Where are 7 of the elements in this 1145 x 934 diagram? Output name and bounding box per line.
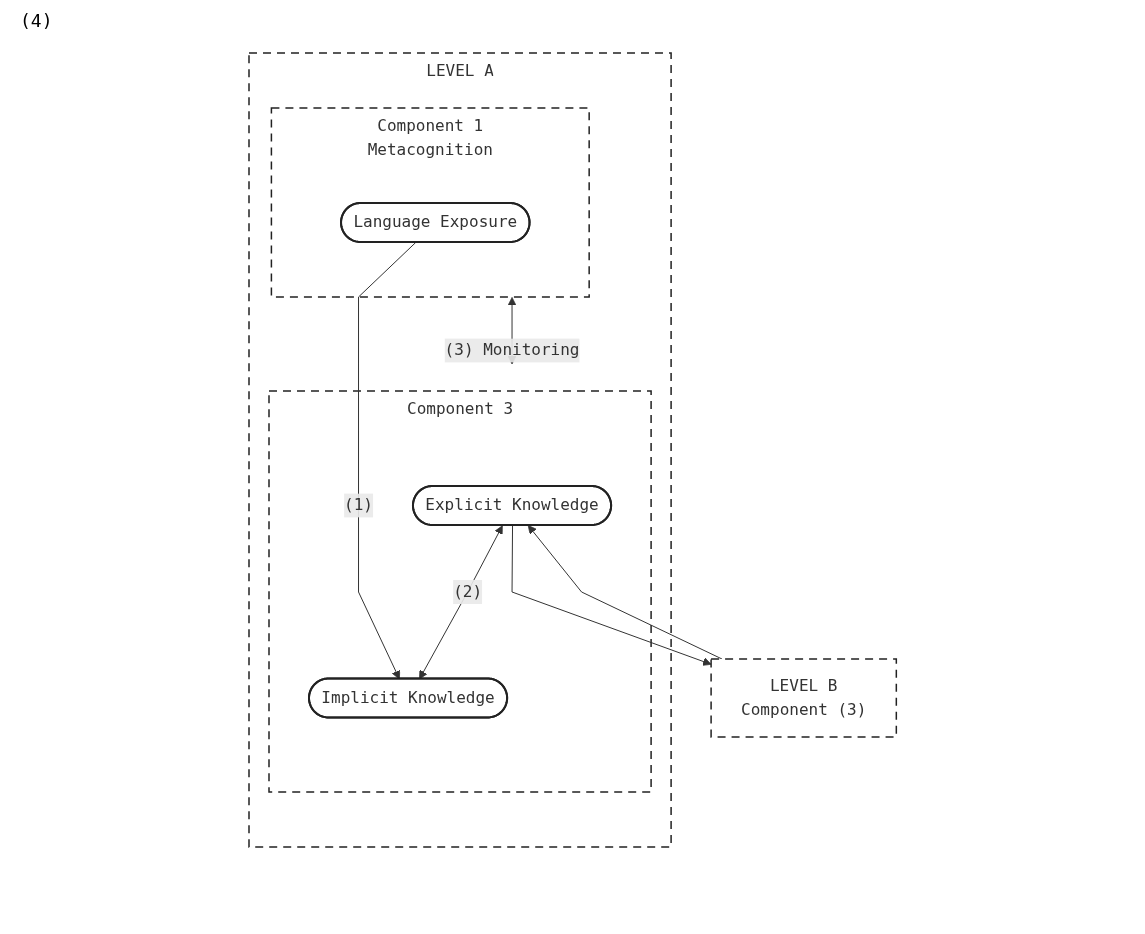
note-label: (4) xyxy=(20,10,53,31)
edge-label: (3) Monitoring xyxy=(444,340,580,360)
node-box: LEVEL B Component (3) xyxy=(710,658,897,738)
edge-label: (1) xyxy=(343,495,373,515)
arrow xyxy=(418,525,503,680)
arrow xyxy=(357,242,416,680)
edge-label: (2) xyxy=(452,581,482,601)
